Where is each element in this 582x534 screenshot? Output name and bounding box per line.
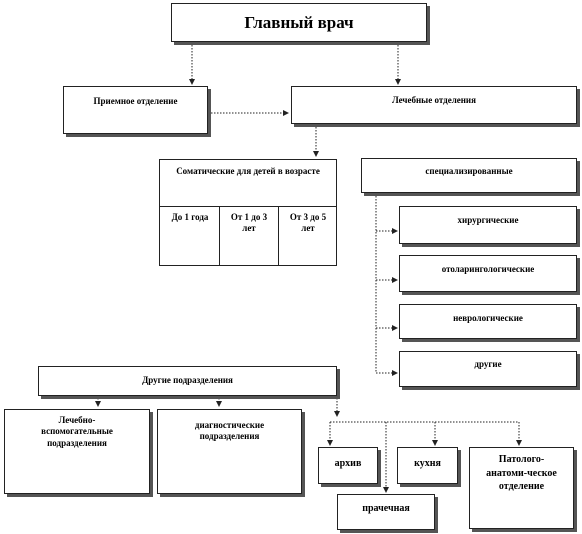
somatic-title: Соматические для детей в возрасте (176, 166, 320, 176)
kitchen-box: кухня (397, 447, 458, 484)
auxiliary-box: Лечебно-вспомогательные подразделения (4, 409, 150, 494)
somatic-box: Соматические для детей в возрасте До 1 г… (159, 159, 337, 266)
specialized-item-label: неврологические (453, 313, 523, 323)
age-cell: От 3 до 5 лет (289, 212, 327, 234)
somatic-col-divider (278, 206, 279, 265)
other-subdivisions-box: Другие подразделения (38, 366, 337, 396)
specialized-item: отоларингологические (399, 255, 577, 292)
kitchen-label: кухня (414, 458, 441, 469)
archive-label: архив (334, 458, 362, 469)
specialized-item-label: отоларингологические (441, 264, 535, 274)
laundry-label: прачечная (362, 503, 410, 514)
treatment-departments-box: Лечебные отделения (291, 86, 577, 124)
chief-doctor-label: Главный врач (244, 13, 354, 32)
specialized-item-label: хирургические (457, 215, 519, 225)
age-cell: До 1 года (171, 212, 209, 222)
auxiliary-label: Лечебно-вспомогательные подразделения (41, 415, 113, 448)
specialized-box: специализированные (361, 158, 577, 193)
chief-doctor-box: Главный врач (171, 3, 427, 42)
specialized-item: хирургические (399, 206, 577, 244)
specialized-item: другие (399, 351, 577, 387)
reception-label: Приемное отделение (93, 96, 178, 106)
treatment-departments-label: Лечебные отделения (392, 95, 476, 105)
pathology-box: Патолого-анатоми-ческое отделение (469, 447, 574, 529)
reception-box: Приемное отделение (63, 86, 208, 134)
specialized-item-label: другие (474, 359, 502, 369)
other-subdivisions-label: Другие подразделения (142, 375, 233, 385)
diagnostic-box: диагностические подразделения (157, 409, 302, 494)
somatic-col-divider (219, 206, 220, 265)
somatic-divider (160, 206, 336, 207)
age-cell: От 1 до 3 лет (230, 212, 268, 234)
specialized-item: неврологические (399, 304, 577, 339)
specialized-label: специализированные (425, 166, 513, 176)
archive-box: архив (318, 447, 378, 484)
pathology-label: Патолого-анатоми-ческое отделение (486, 454, 557, 492)
diagnostic-label: диагностические подразделения (194, 420, 265, 442)
laundry-box: прачечная (337, 494, 435, 530)
